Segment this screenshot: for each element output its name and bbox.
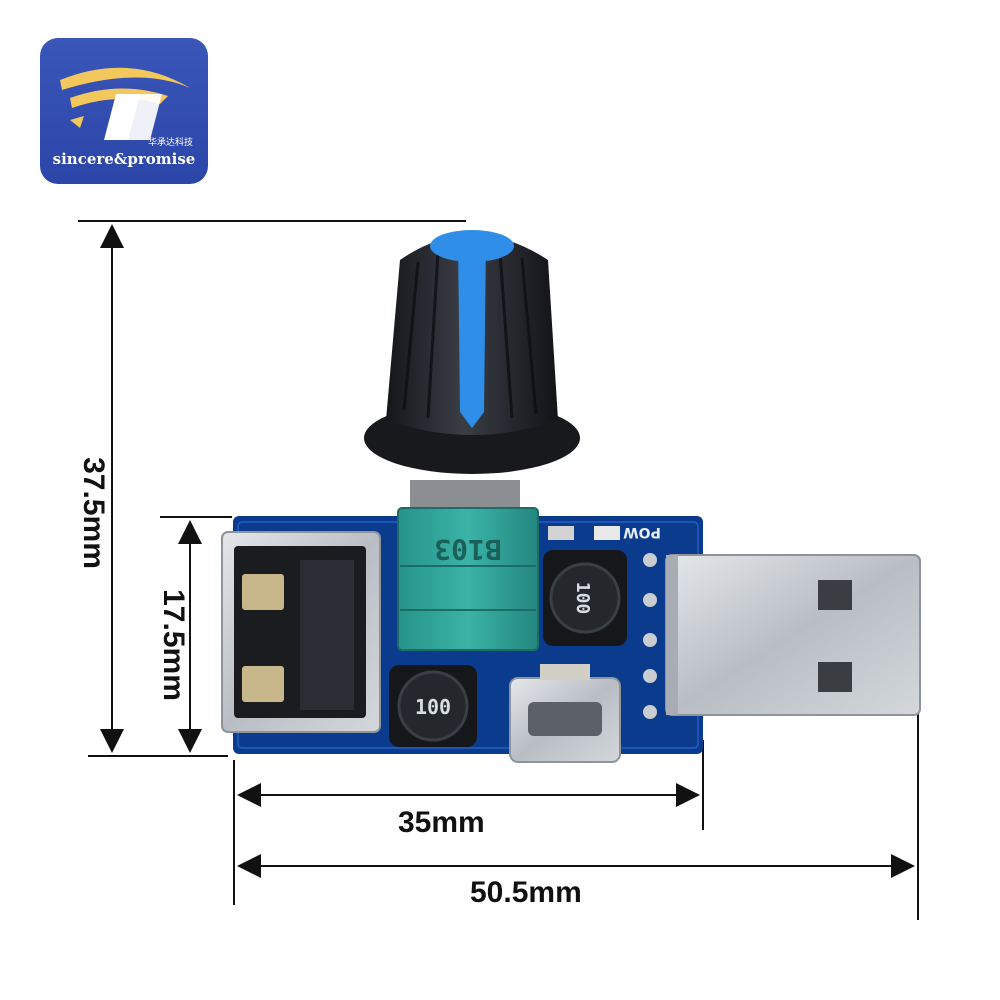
inductor-right: 100 — [543, 550, 627, 646]
inductor-left-code: 100 — [415, 695, 451, 719]
knob-top-cap — [430, 230, 514, 262]
knob-indicator-stripe — [458, 240, 486, 428]
usb-male-plug — [665, 554, 921, 716]
brand-chinese-text: 华承达科技 — [148, 138, 194, 148]
total-width-label: 50.5mm — [470, 876, 582, 909]
board-width-label: 35mm — [398, 806, 485, 839]
potentiometer: B103 — [397, 480, 539, 651]
brand-logo-graphic — [60, 67, 190, 140]
usb-fan-speed-controller-board: 100 100 POW — [221, 516, 921, 763]
brand-name: sincere&promise — [52, 150, 196, 168]
inductor-left: 100 — [389, 665, 477, 747]
pot-code: B103 — [434, 533, 501, 566]
pot-body — [397, 507, 539, 651]
micro-usb-port — [509, 664, 621, 763]
inductor-right-code: 100 — [572, 582, 593, 615]
smd-resistor — [548, 526, 574, 540]
knob — [364, 230, 580, 474]
pow-label: POW — [623, 524, 661, 540]
pin-pads — [641, 551, 659, 721]
usb-female-socket — [221, 531, 381, 733]
smd-led — [594, 526, 620, 540]
dimension-lines — [78, 220, 919, 920]
